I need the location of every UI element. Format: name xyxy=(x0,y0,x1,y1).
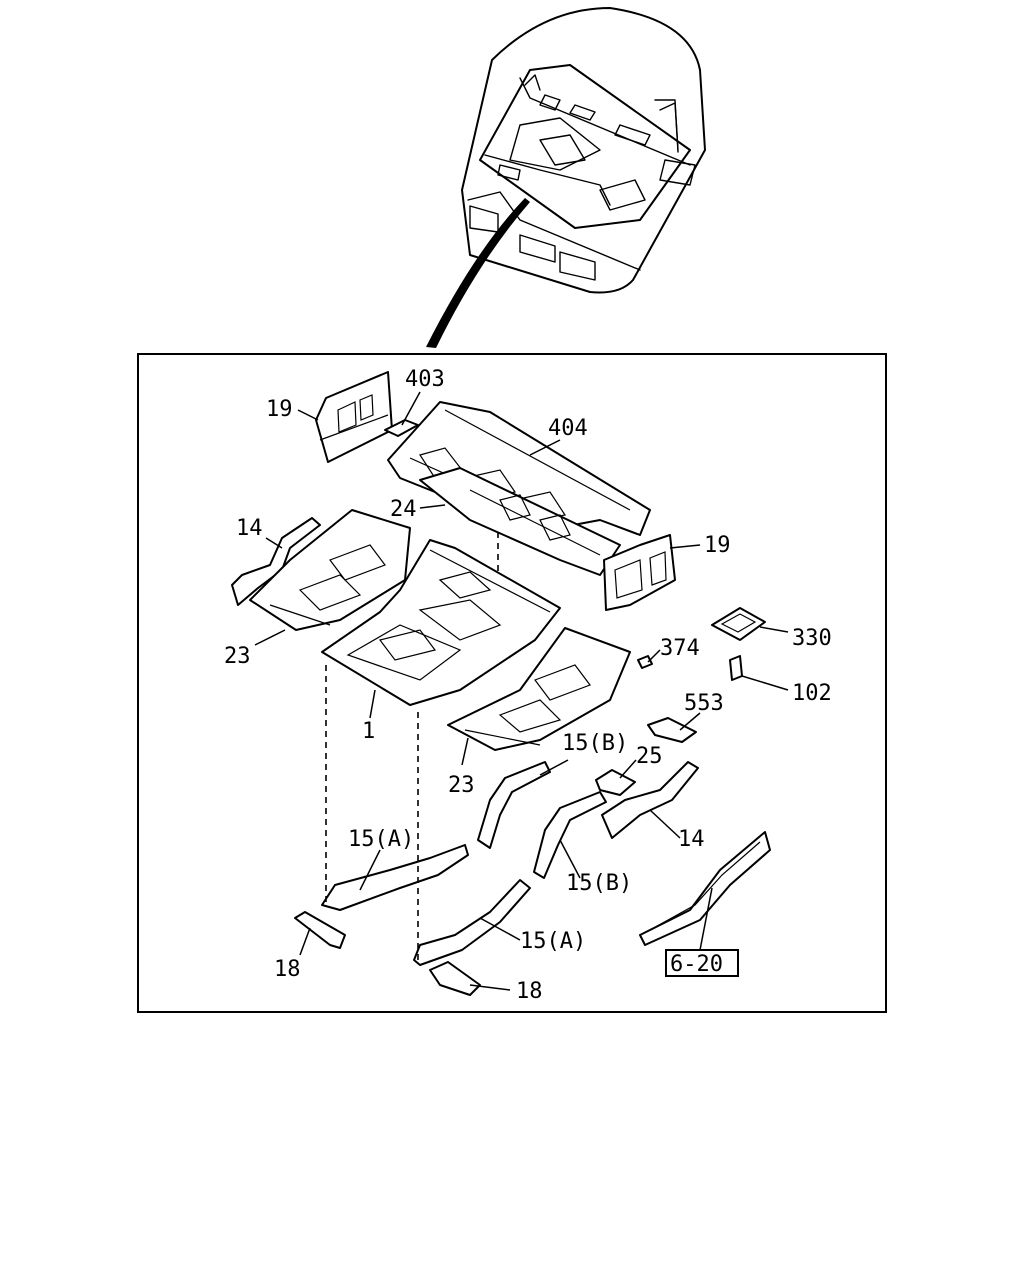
callout-15b-lower: 15(B) xyxy=(566,871,632,896)
part-1 xyxy=(321,539,561,706)
callout-330: 330 xyxy=(792,626,832,651)
callout-15a-upper: 15(A) xyxy=(348,827,414,852)
pointer-arrow xyxy=(426,198,530,348)
part-23-left xyxy=(249,509,411,631)
part-553 xyxy=(647,717,697,743)
callout-14-right: 14 xyxy=(678,827,705,852)
callout-15a-lower: 15(A) xyxy=(520,929,586,954)
part-14-right xyxy=(601,761,699,839)
part-19-left xyxy=(315,371,393,463)
callout-labels: 19 403 404 24 19 14 23 1 23 374 330 102 … xyxy=(224,367,832,1004)
part-330 xyxy=(711,607,766,641)
callout-18-right: 18 xyxy=(516,979,543,1004)
part-25 xyxy=(595,769,636,796)
callout-23-right: 23 xyxy=(448,773,475,798)
reference-box-6-20[interactable]: 6-20 xyxy=(665,949,739,977)
part-19-right xyxy=(603,534,676,611)
part-102 xyxy=(729,655,743,681)
part-23-right xyxy=(447,627,631,751)
leader-lines xyxy=(254,391,789,991)
callout-404: 404 xyxy=(548,416,588,441)
part-24 xyxy=(419,467,621,576)
callout-102: 102 xyxy=(792,681,832,706)
reference-label[interactable]: 6-20 xyxy=(670,952,723,977)
cab-overview xyxy=(426,7,706,348)
part-14-left xyxy=(231,517,321,606)
callout-403: 403 xyxy=(405,367,445,392)
part-374 xyxy=(637,655,653,669)
detail-frame xyxy=(137,353,887,1013)
callout-14-left: 14 xyxy=(236,516,263,541)
part-15a-upper xyxy=(321,844,469,911)
part-18-left xyxy=(294,911,346,949)
part-6-20-ref xyxy=(639,831,771,946)
callout-553: 553 xyxy=(684,691,724,716)
assembly-guides xyxy=(325,532,499,960)
part-15b-lower xyxy=(533,791,607,879)
callout-19-left: 19 xyxy=(266,397,293,422)
callout-1: 1 xyxy=(362,719,375,744)
callout-374: 374 xyxy=(660,636,700,661)
callout-23-left: 23 xyxy=(224,644,251,669)
callout-25: 25 xyxy=(636,744,663,769)
part-15b-upper xyxy=(477,761,551,849)
callout-15b-upper: 15(B) xyxy=(562,731,628,756)
part-15a-lower xyxy=(413,879,531,966)
callout-19-right: 19 xyxy=(704,533,731,558)
callout-18-left: 18 xyxy=(274,957,301,982)
part-403 xyxy=(384,419,419,437)
callout-24: 24 xyxy=(390,497,417,522)
part-18-right xyxy=(429,961,481,996)
